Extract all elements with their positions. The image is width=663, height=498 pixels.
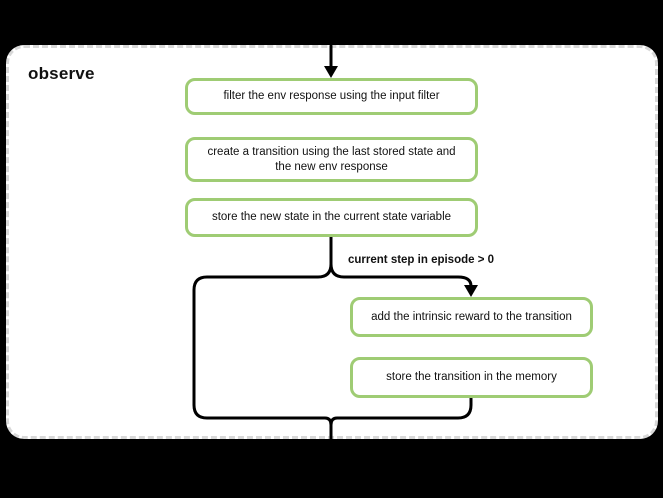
node-create-transition: create a transition using the last store… — [185, 137, 478, 182]
group-title: observe — [28, 64, 95, 83]
node-filter-env-response: filter the env response using the input … — [185, 78, 478, 115]
true-branch-connector — [329, 262, 473, 289]
node-add-intrinsic-reward: add the intrinsic reward to the transiti… — [350, 297, 593, 337]
node-store-transition-memory: store the transition in the memory — [350, 357, 593, 398]
merge-connector — [329, 396, 473, 427]
node-label: store the new state in the current state… — [211, 211, 452, 223]
true-branch-arrowhead — [464, 285, 478, 297]
node-label: store the transition in the memory — [386, 371, 557, 383]
node-label: create a transition using the last store… — [207, 145, 456, 173]
node-store-new-state: store the new state in the current state… — [185, 198, 478, 237]
branch-condition-label: current step in episode > 0 — [348, 254, 495, 266]
node-label: add the intrinsic reward to the transiti… — [371, 310, 572, 323]
node-label: filter the env response using the input … — [223, 90, 440, 102]
entry-arrowhead — [324, 66, 338, 78]
false-branch-connector — [192, 235, 333, 443]
